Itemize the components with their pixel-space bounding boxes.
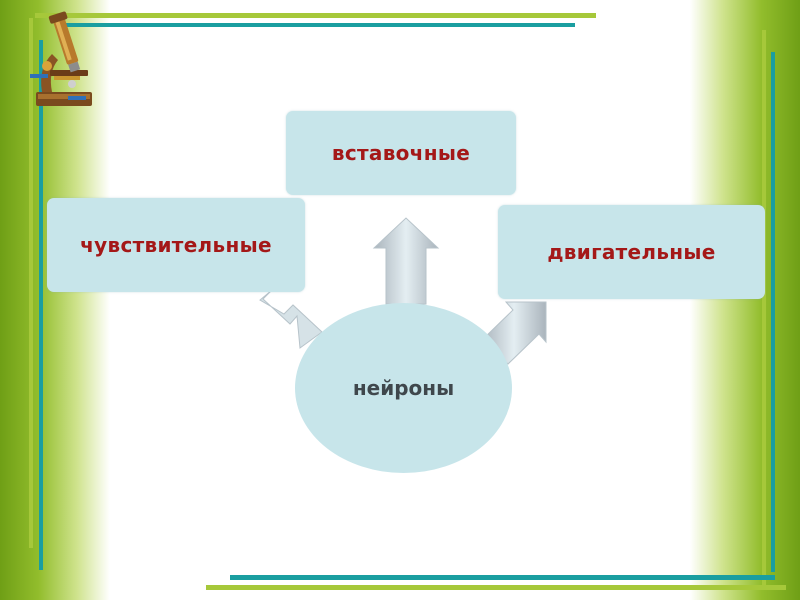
node-right-label: двигательные xyxy=(547,240,715,264)
node-right-box: двигательные xyxy=(498,205,765,299)
center-node-label: нейроны xyxy=(353,376,454,400)
arrow-up xyxy=(374,218,438,304)
node-top-box: вставочные xyxy=(286,111,516,195)
node-left-box: чувствительные xyxy=(47,198,305,292)
node-top-label: вставочные xyxy=(332,141,470,165)
node-left-label: чувствительные xyxy=(80,233,272,257)
center-node: нейроны xyxy=(295,303,512,473)
arrow-up-left xyxy=(260,290,322,348)
